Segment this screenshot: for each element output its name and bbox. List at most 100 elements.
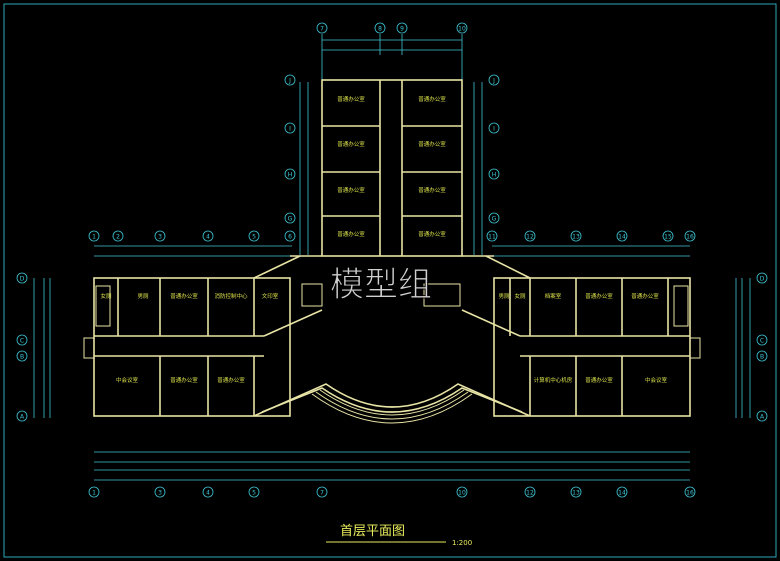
drawing-title: 首层平面图 — [340, 524, 405, 539]
room-label-west-bottom-0: 中会议室 — [116, 376, 139, 384]
axis-marker-north-2-label: 9 — [400, 26, 404, 33]
axis-marker-bottom-0-label: 1 — [92, 490, 96, 497]
axis-marker-bottom-5-label: 10 — [458, 490, 466, 497]
axis-marker-ne-row-2-label: H — [492, 172, 497, 179]
axis-marker-bottom-7-label: 13 — [572, 490, 580, 497]
axis-marker-left-1: C — [16, 334, 28, 346]
room-label-west-top-4: 文印室 — [262, 292, 279, 300]
axis-marker-left-2-label: B — [20, 354, 24, 361]
room-label-west-top-1: 男厕 — [137, 293, 149, 300]
room-label-east-top-4: 普通办公室 — [631, 292, 659, 300]
axis-marker-nw-row-0: J — [284, 74, 296, 86]
axis-marker-nw-row-1-label: I — [289, 126, 291, 133]
axis-marker-ne-row-2: H — [488, 168, 500, 180]
axis-marker-bottom-1-label: 3 — [158, 490, 162, 497]
axis-marker-north-2: 9 — [396, 22, 408, 34]
room-label-west-top-2: 普通办公室 — [170, 292, 198, 300]
axis-marker-bottom-3: 5 — [248, 486, 260, 498]
axis-marker-bottom-1: 3 — [154, 486, 166, 498]
axis-marker-top-right-2-label: 13 — [572, 234, 580, 241]
room-label-west-top-3: 消防控制中心 — [214, 292, 248, 300]
axis-marker-top-left-1-label: 2 — [116, 234, 120, 241]
room-label-east-top-0: 男厕 — [498, 293, 510, 300]
room-label-west-bottom-2: 普通办公室 — [217, 376, 245, 384]
room-label-north-left-2: 普通办公室 — [337, 186, 365, 194]
axis-marker-bottom-4: 7 — [316, 486, 328, 498]
axis-marker-top-right-5-label: 16 — [686, 234, 694, 241]
axis-marker-left-2: B — [16, 350, 28, 362]
axis-marker-top-left-4: 5 — [248, 230, 260, 242]
axis-marker-ne-row-0: J — [488, 74, 500, 86]
watermark-text: 模型组 — [330, 265, 432, 305]
building-walls — [83, 79, 701, 424]
axis-marker-top-right-5: 16 — [684, 230, 696, 242]
axis-marker-left-3-label: A — [20, 414, 25, 421]
axis-marker-left-0-label: D — [20, 276, 25, 283]
axis-marker-nw-row-3-label: G — [288, 216, 293, 223]
room-label-east-top-3: 普通办公室 — [585, 292, 613, 300]
axis-marker-north-1-label: 8 — [378, 26, 382, 33]
axis-marker-bottom-6-label: 12 — [526, 490, 534, 497]
axis-marker-north-1: 8 — [374, 22, 386, 34]
axis-marker-top-right-3: 14 — [616, 230, 628, 242]
axis-marker-right-1-label: C — [760, 338, 764, 345]
room-label-east-bottom-2: 中会议室 — [645, 376, 668, 384]
axis-marker-top-left-0: 1 — [88, 230, 100, 242]
axis-marker-bottom-8-label: 14 — [618, 490, 626, 497]
axis-marker-north-0-label: 7 — [320, 26, 324, 33]
axis-marker-bottom-9: 16 — [684, 486, 696, 498]
axis-marker-bottom-9-label: 16 — [686, 490, 694, 497]
axis-marker-top-left-3: 4 — [202, 230, 214, 242]
room-label-north-left-0: 普通办公室 — [337, 95, 365, 103]
axis-marker-top-left-3-label: 4 — [206, 234, 210, 241]
axis-marker-right-0-label: D — [760, 276, 765, 283]
room-label-west-bottom-1: 普通办公室 — [170, 376, 198, 384]
drawing-scale: 1:200 — [452, 539, 472, 547]
axis-marker-top-left-4-label: 5 — [252, 234, 256, 241]
axis-marker-north-3-label: 10 — [458, 26, 466, 33]
axis-marker-right-3: A — [756, 410, 768, 422]
axis-marker-bottom-3-label: 5 — [252, 490, 256, 497]
axis-marker-top-left-0-label: 1 — [92, 234, 96, 241]
axis-marker-right-2: B — [756, 350, 768, 362]
axis-marker-ne-row-3: G — [488, 212, 500, 224]
axis-marker-ne-row-0-label: J — [492, 78, 495, 85]
axis-marker-top-left-2: 3 — [154, 230, 166, 242]
room-label-north-right-3: 普通办公室 — [418, 230, 446, 238]
axis-marker-left-3: A — [16, 410, 28, 422]
room-labels: 普通办公室普通办公室普通办公室普通办公室普通办公室普通办公室普通办公室普通办公室… — [100, 95, 667, 384]
room-label-north-left-3: 普通办公室 — [337, 230, 365, 238]
axis-marker-left-0: D — [16, 272, 28, 284]
axis-marker-ne-row-1: I — [488, 122, 500, 134]
axis-marker-top-right-1-label: 12 — [526, 234, 534, 241]
axis-marker-top-left-5: 6 — [284, 230, 296, 242]
axis-marker-top-left-1: 2 — [112, 230, 124, 242]
axis-marker-north-0: 7 — [316, 22, 328, 34]
axis-marker-bottom-8: 14 — [616, 486, 628, 498]
axis-marker-right-1: C — [756, 334, 768, 346]
axis-marker-right-3-label: A — [760, 414, 765, 421]
axis-marker-top-right-4-label: 15 — [664, 234, 672, 241]
axis-marker-ne-row-1-label: I — [493, 126, 495, 133]
axis-marker-nw-row-0-label: J — [288, 78, 291, 85]
axis-marker-nw-row-1: I — [284, 122, 296, 134]
axis-marker-top-right-1: 12 — [524, 230, 536, 242]
room-label-east-top-2: 档案室 — [545, 292, 562, 300]
axis-marker-bottom-5: 10 — [456, 486, 468, 498]
axis-marker-top-right-4: 15 — [662, 230, 674, 242]
axis-marker-left-1-label: C — [20, 338, 24, 345]
room-label-north-left-1: 普通办公室 — [337, 140, 365, 148]
room-label-north-right-2: 普通办公室 — [418, 186, 446, 194]
axis-marker-bottom-2-label: 4 — [206, 490, 210, 497]
axis-marker-bottom-6: 12 — [524, 486, 536, 498]
axis-marker-ne-row-3-label: G — [492, 216, 497, 223]
axis-marker-top-left-5-label: 6 — [288, 234, 292, 241]
room-label-north-right-0: 普通办公室 — [418, 95, 446, 103]
axis-marker-right-2-label: B — [760, 354, 764, 361]
room-label-east-bottom-0: 计算机中心机房 — [534, 376, 573, 384]
axis-marker-nw-row-2: H — [284, 168, 296, 180]
axis-marker-bottom-7: 13 — [570, 486, 582, 498]
axis-marker-top-right-2: 13 — [570, 230, 582, 242]
